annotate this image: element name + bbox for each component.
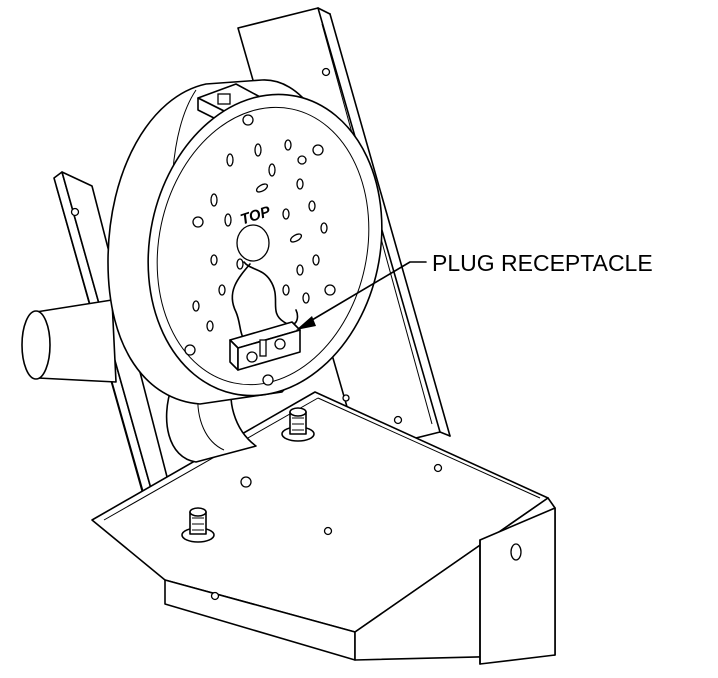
back-plate-hole <box>321 67 331 77</box>
base-hole <box>210 591 220 601</box>
side-plate-hole <box>70 207 80 217</box>
terminal-stud-right <box>281 407 315 442</box>
callout-leader <box>296 261 427 330</box>
flange-hole <box>510 543 522 561</box>
base-hole <box>393 415 403 425</box>
base-hole <box>240 476 252 488</box>
face-plate: TOP <box>147 93 383 397</box>
base-plate <box>91 391 549 661</box>
front-flange <box>354 497 556 665</box>
callout-label: PLUG RECEPTACLE <box>432 250 653 276</box>
rim-bolts <box>184 114 336 356</box>
plug-receptacle <box>229 321 301 386</box>
base-hole <box>433 463 443 473</box>
base-hole <box>323 526 333 536</box>
square-drive-icon <box>217 93 231 105</box>
terminal-stud-left <box>181 507 215 543</box>
center-hole <box>236 224 270 262</box>
left-shaft <box>21 299 117 383</box>
arrowhead-icon <box>296 316 316 330</box>
face-slots <box>192 139 328 332</box>
base-hole <box>342 394 350 402</box>
